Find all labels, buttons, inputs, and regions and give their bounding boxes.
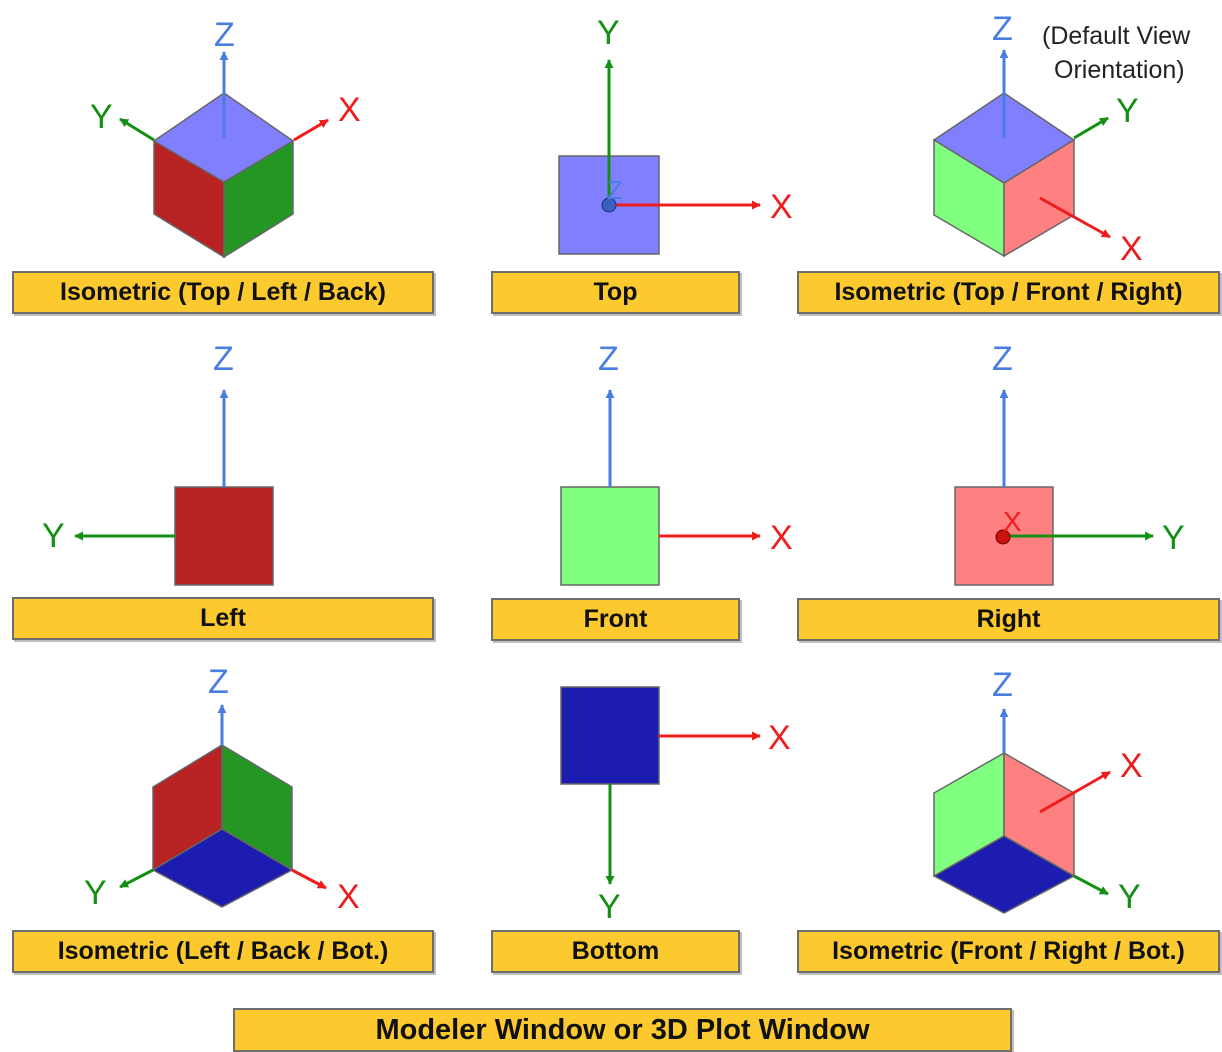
- y-axis-label: Y: [42, 517, 65, 555]
- label-bottom[interactable]: Bottom: [491, 930, 740, 973]
- label-right[interactable]: Right: [797, 598, 1220, 641]
- label-front[interactable]: Front: [491, 598, 740, 641]
- z-axis-label: Z: [607, 175, 623, 205]
- x-axis-label: X: [770, 519, 793, 557]
- y-axis-arrow: [119, 117, 155, 142]
- x-axis-arrow: [1039, 196, 1111, 239]
- z-axis-label: Z: [208, 663, 229, 701]
- cube-face-left: [174, 486, 274, 586]
- y-axis-arrow: [119, 868, 154, 889]
- y-axis-label: Y: [1116, 92, 1139, 130]
- x-axis-label: X: [337, 878, 360, 916]
- label-iso-top-left-back[interactable]: Isometric (Top / Left / Back): [12, 271, 434, 314]
- x-axis-label: X: [1003, 506, 1022, 537]
- cube-face-bottom: [932, 835, 1076, 914]
- cube-face-bottom: [151, 828, 294, 908]
- label-iso-top-front-right[interactable]: Isometric (Top / Front / Right): [797, 271, 1220, 314]
- x-axis-label: X: [770, 188, 793, 226]
- x-axis-label: X: [1120, 747, 1143, 785]
- z-axis-label: Z: [992, 666, 1013, 704]
- y-axis-label: Y: [84, 874, 107, 912]
- cube-face-back: [223, 139, 294, 259]
- x-axis-arrow: [293, 118, 329, 142]
- y-axis-label: Y: [1118, 878, 1141, 916]
- y-axis-label: Y: [90, 98, 113, 136]
- z-axis-label: Z: [214, 16, 235, 54]
- x-axis-arrow: [1039, 770, 1111, 814]
- x-axis-arrow: [291, 868, 327, 890]
- cube-face-bottom: [560, 686, 660, 785]
- footer-title-bar: Modeler Window or 3D Plot Window: [233, 1008, 1012, 1052]
- z-axis-label: Z: [992, 340, 1013, 378]
- view-iso-front-right-bot: Z X Y: [932, 666, 1143, 916]
- view-iso-top-front-right: Z Y X (Default View Orientation): [932, 10, 1191, 268]
- y-axis-label: Y: [597, 14, 620, 52]
- view-front: Z X: [560, 340, 793, 586]
- cube-face-front: [560, 486, 660, 586]
- z-axis-label: Z: [992, 10, 1013, 48]
- view-top: Y X Z: [558, 14, 793, 255]
- view-iso-top-left-back: Z X Y: [90, 16, 361, 259]
- y-axis-label: Y: [1162, 519, 1185, 557]
- label-top[interactable]: Top: [491, 271, 740, 314]
- x-axis-label: X: [338, 91, 361, 129]
- view-left: Z Y: [42, 340, 274, 586]
- default-view-note-line1: (Default View: [1042, 22, 1191, 50]
- x-axis-point: [995, 529, 1011, 545]
- cube-face-right: [1003, 138, 1075, 258]
- view-bottom: X Y: [560, 686, 791, 926]
- z-axis-point: [601, 197, 617, 213]
- x-axis-label: X: [768, 719, 791, 757]
- label-iso-left-back-bot[interactable]: Isometric (Left / Back / Bot.): [12, 930, 434, 973]
- label-iso-front-right-bot[interactable]: Isometric (Front / Right / Bot.): [797, 930, 1220, 973]
- y-axis-arrow: [1073, 874, 1109, 896]
- view-right: Z Y X: [954, 340, 1185, 586]
- y-axis-arrow: [1073, 116, 1109, 140]
- default-view-note-line2: Orientation): [1054, 56, 1185, 84]
- z-axis-label: Z: [598, 340, 619, 378]
- z-axis-label: Z: [213, 340, 234, 378]
- view-iso-left-back-bot: Z X Y: [84, 663, 360, 916]
- label-left[interactable]: Left: [12, 597, 434, 640]
- y-axis-label: Y: [598, 888, 621, 926]
- x-axis-label: X: [1120, 230, 1143, 268]
